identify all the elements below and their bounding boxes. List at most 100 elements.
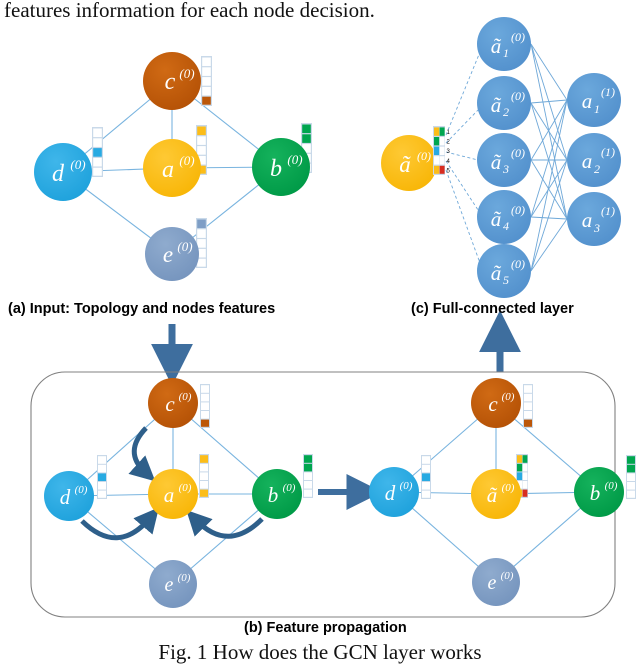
panel-b-left-graph: c (0) d (0) a (0) b (0) e (0) (44, 378, 313, 608)
node-d-panel-b-right[interactable]: d (0) (369, 467, 419, 517)
vector-tick-3: 3 (447, 149, 451, 155)
svg-text:c: c (165, 392, 175, 416)
svg-text:ã: ã (487, 483, 498, 507)
svg-text:2: 2 (594, 162, 600, 176)
svg-text:(0): (0) (400, 480, 413, 492)
panel-b-right-feature-vectors (421, 384, 636, 499)
node-a-tilde-source[interactable]: ã (0) (381, 135, 437, 191)
panel-b-left-feature-vectors (97, 384, 313, 499)
svg-text:c: c (488, 392, 498, 416)
node-c-panel-a[interactable]: c (0) (143, 52, 201, 110)
svg-text:(0): (0) (75, 484, 88, 496)
svg-text:(0): (0) (417, 149, 431, 163)
svg-text:1: 1 (503, 46, 509, 60)
svg-text:(0): (0) (511, 30, 525, 44)
svg-text:(0): (0) (178, 572, 191, 584)
node-a-tilde-panel-b-right[interactable]: ã (0) (471, 469, 521, 519)
feature-vector-d-b-right (421, 455, 431, 499)
svg-text:ã: ã (491, 261, 502, 285)
feature-vector-c-b-left (200, 384, 210, 428)
feature-vector-b-b-right (626, 455, 636, 499)
node-a-panel-b-left[interactable]: a (0) (148, 469, 198, 519)
arrow-d-to-a (80, 507, 160, 541)
node-b-panel-a[interactable]: b (0) (252, 138, 310, 196)
svg-text:(0): (0) (511, 89, 525, 103)
svg-text:ã: ã (491, 34, 502, 58)
hidden-node-a4[interactable]: ã 4 (0) (477, 190, 531, 244)
svg-text:b: b (590, 481, 601, 505)
panel-c-network: ã (0) 1 2 3 4 5 (381, 17, 621, 298)
svg-text:ã: ã (491, 207, 502, 231)
svg-text:a: a (582, 89, 593, 113)
svg-text:a: a (164, 483, 175, 507)
vector-tick-2: 2 (447, 140, 451, 146)
svg-text:3: 3 (593, 221, 600, 235)
output-node-a2[interactable]: a 2 (1) (567, 133, 621, 187)
output-node-a1[interactable]: a 1 (1) (567, 73, 621, 127)
arrow-c-to-a (128, 426, 156, 482)
arrow-b-to-a (186, 509, 264, 539)
svg-text:(0): (0) (501, 570, 514, 582)
hidden-node-a2[interactable]: ã 2 (0) (477, 76, 531, 130)
svg-text:(0): (0) (287, 152, 302, 167)
node-a-panel-a[interactable]: a (0) (143, 139, 201, 197)
source-feature-vector: 1 2 3 4 5 (433, 126, 451, 175)
svg-text:(0): (0) (511, 203, 525, 217)
svg-text:ã: ã (399, 152, 411, 177)
node-b-panel-b-right[interactable]: b (0) (574, 467, 624, 517)
svg-text:a: a (162, 157, 174, 183)
svg-text:(1): (1) (601, 204, 615, 218)
svg-text:(0): (0) (605, 480, 618, 492)
svg-text:(1): (1) (601, 145, 615, 159)
node-b-panel-b-left[interactable]: b (0) (252, 469, 302, 519)
svg-text:5: 5 (503, 273, 509, 287)
feature-vector-d (92, 127, 103, 177)
svg-text:e: e (165, 574, 174, 596)
svg-text:b: b (270, 156, 282, 182)
feature-vector-b-b-left (303, 454, 313, 498)
svg-text:2: 2 (503, 105, 509, 119)
feature-vector-a-b-left (199, 454, 209, 498)
panel-c-input-links (445, 51, 481, 264)
hidden-node-a5[interactable]: ã 5 (0) (477, 244, 531, 298)
svg-text:(0): (0) (179, 482, 192, 494)
vector-tick-4: 4 (447, 159, 451, 165)
panel-c-fc-links (530, 43, 568, 272)
hidden-node-a3[interactable]: ã 3 (0) (477, 133, 531, 187)
feature-vector-e (196, 218, 207, 268)
svg-text:d: d (385, 481, 396, 505)
svg-text:b: b (268, 483, 279, 507)
vector-tick-1: 1 (447, 130, 451, 136)
svg-text:(0): (0) (70, 157, 85, 172)
svg-text:3: 3 (502, 162, 509, 176)
node-e-panel-b-left[interactable]: e (0) (149, 560, 197, 608)
node-d-panel-a[interactable]: d (0) (34, 143, 92, 201)
svg-text:1: 1 (594, 102, 600, 116)
svg-text:d: d (60, 485, 71, 509)
output-node-a3[interactable]: a 3 (1) (567, 192, 621, 246)
svg-text:(0): (0) (179, 391, 192, 403)
svg-text:e: e (163, 242, 173, 267)
node-c-panel-b-left[interactable]: c (0) (148, 378, 198, 428)
caption-panel-a: (a) Input: Topology and nodes features (8, 301, 276, 317)
svg-text:(0): (0) (179, 66, 194, 81)
node-e-panel-a[interactable]: e (0) (145, 227, 199, 281)
feature-vector-c (201, 56, 212, 106)
caption-panel-c: (c) Full-connected layer (411, 301, 574, 317)
svg-text:4: 4 (503, 219, 509, 233)
svg-text:e: e (488, 572, 497, 594)
svg-text:ã: ã (491, 93, 502, 117)
node-c-panel-b-right[interactable]: c (0) (471, 378, 521, 428)
svg-text:(0): (0) (502, 391, 515, 403)
svg-text:(0): (0) (177, 239, 192, 254)
svg-text:ã: ã (491, 150, 502, 174)
node-d-panel-b-left[interactable]: d (0) (44, 471, 94, 521)
node-e-panel-b-right[interactable]: e (0) (472, 558, 520, 606)
svg-text:(0): (0) (511, 257, 525, 271)
svg-text:d: d (52, 161, 65, 187)
vector-tick-5: 5 (447, 168, 451, 174)
hidden-node-a1[interactable]: ã 1 (0) (477, 17, 531, 71)
svg-text:(1): (1) (601, 85, 615, 99)
